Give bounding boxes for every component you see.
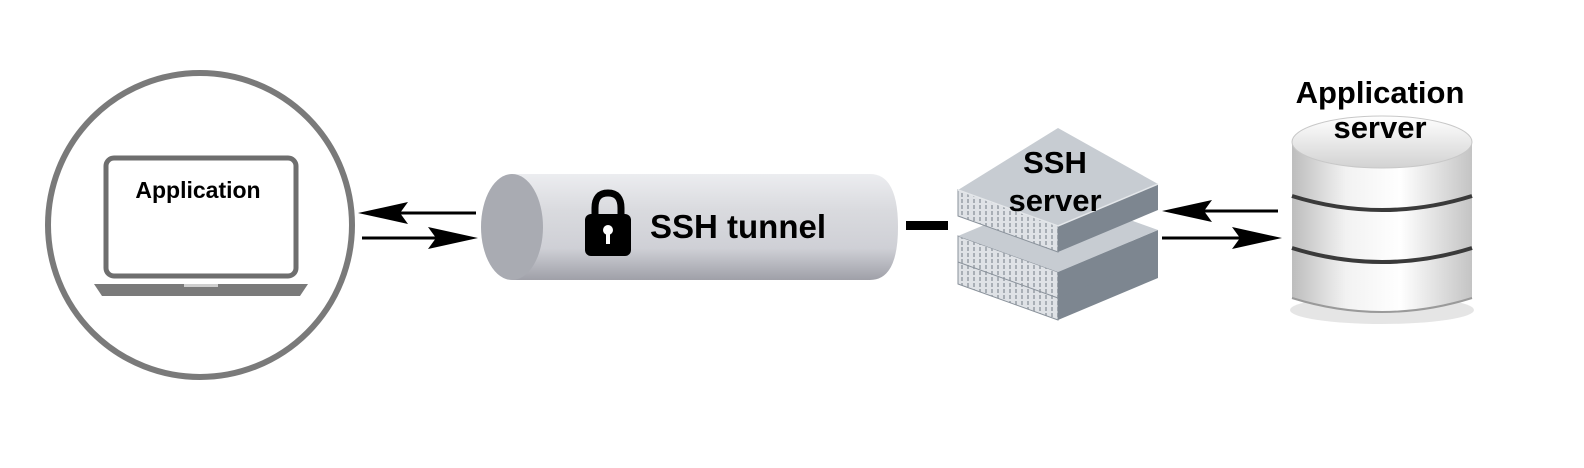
arrow-right-icon [428, 227, 478, 249]
ssh-server-label-line1: SSH [1023, 145, 1087, 180]
laptop-icon [94, 155, 308, 296]
database-icon [1290, 115, 1474, 324]
client-label: Application [135, 177, 260, 203]
ssh-tunnel: SSH tunnel [481, 174, 898, 280]
arrow-left-icon [358, 202, 408, 224]
client-node: Application [45, 70, 355, 380]
lock-icon [585, 189, 631, 256]
app-server-label-line2: server [1333, 110, 1426, 145]
arrow-right-icon [1232, 227, 1282, 249]
tunnel-connector [906, 221, 948, 230]
ssh-server-label-line2: server [1008, 183, 1101, 218]
client-tunnel-arrows [358, 202, 478, 249]
client-circle [45, 70, 355, 380]
app-server-label-line1: Application [1296, 75, 1465, 110]
server-arrows [1162, 200, 1282, 249]
server-rack-icon [957, 128, 1159, 321]
app-server-node: Application server [1290, 75, 1474, 324]
tunnel-opening [481, 174, 543, 280]
tunnel-label: SSH tunnel [650, 208, 826, 245]
ssh-server-node: SSH server [957, 128, 1159, 321]
arrow-left-icon [1162, 200, 1212, 222]
